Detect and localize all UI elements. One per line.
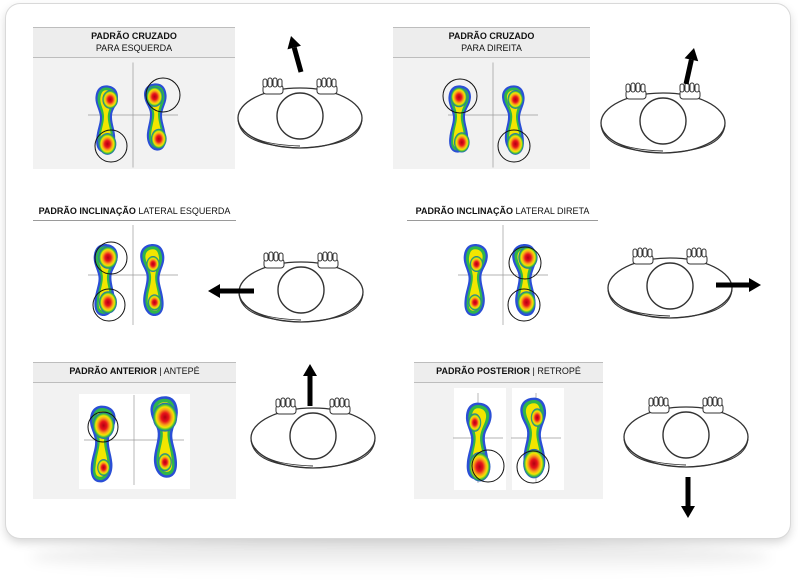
focus-circle <box>516 450 550 484</box>
right-foot-heatmap <box>144 83 167 151</box>
direction-arrow-head <box>208 284 220 298</box>
pressure-hotspot <box>97 459 110 476</box>
focus-circle <box>497 129 531 163</box>
panel-title: PADRÃO CRUZADO <box>91 31 177 41</box>
pressure-hotspot <box>98 246 118 269</box>
direction-arrow-head <box>684 48 699 62</box>
card-reflection <box>30 540 770 574</box>
direction-arrow-head <box>287 36 301 50</box>
pressure-hotspot <box>158 453 172 472</box>
panel-title-suffix: LATERAL ESQUERDA <box>135 206 231 216</box>
pressure-hotspot <box>450 87 468 108</box>
left-foot-heatmap <box>95 85 119 155</box>
pressure-hotspot <box>507 90 524 109</box>
direction-arrow-shaft <box>291 46 304 73</box>
focus-circle <box>442 78 478 114</box>
panel-header: PADRÃO CRUZADO PARA ESQUERDA <box>33 28 235 58</box>
panel-tilt-right: PADRÃO INCLINAÇÃO LATERAL DIRETA <box>407 205 598 330</box>
pressure-hotspot <box>102 90 119 109</box>
right-foot-heatmap <box>140 244 165 316</box>
left-foot-heatmap <box>93 244 118 316</box>
focus-circle <box>508 246 542 280</box>
focus-circle <box>87 411 119 443</box>
panel-title-suffix: | ANTEPÉ <box>156 366 200 376</box>
pressure-hotspot <box>468 294 482 311</box>
pressure-hotspot <box>92 412 115 439</box>
pressure-hotspot <box>453 132 470 153</box>
panel-title: PADRÃO INCLINAÇÃO <box>38 206 136 216</box>
panel-title: PADRÃO CRUZADO <box>448 31 535 41</box>
pressure-hotspot <box>152 402 178 432</box>
pressure-hotspot <box>469 256 484 272</box>
panel-header: PADRÃO POSTERIOR | RETROPÉ <box>414 363 603 383</box>
panel-header: PADRÃO CRUZADO PARA DIREITA <box>393 28 590 58</box>
panel-title: PADRÃO POSTERIOR <box>436 366 530 376</box>
body-top-view <box>250 397 376 469</box>
right-foot-heatmap <box>150 396 178 478</box>
focus-circle <box>92 288 126 322</box>
right-foot-heatmap <box>502 85 525 155</box>
body-top-view <box>623 396 749 468</box>
pressure-hotspot <box>530 408 544 427</box>
panel-header: PADRÃO INCLINAÇÃO LATERAL ESQUERDA <box>33 205 236 221</box>
body-top-view <box>607 247 733 319</box>
panel-header: PADRÃO ANTERIOR | ANTEPÉ <box>33 363 236 383</box>
body-top-view <box>600 82 726 154</box>
direction-arrow-shaft <box>683 59 694 85</box>
pressure-hotspot <box>518 246 538 269</box>
right-foot-heatmap <box>520 397 547 479</box>
pressure-hotspot <box>147 294 162 311</box>
focus-circle <box>507 288 541 322</box>
left-foot-heatmap <box>465 402 492 482</box>
panel-subtitle: PARA DIREITA <box>461 43 522 53</box>
pressure-hotspot <box>98 133 117 155</box>
direction-arrow-head <box>303 364 317 376</box>
pressure-hotspot <box>507 133 524 155</box>
panel-tilt-left: PADRÃO INCLINAÇÃO LATERAL ESQUERDA <box>33 205 236 330</box>
pressure-hotspot <box>99 291 117 314</box>
focus-circle <box>94 241 128 275</box>
left-foot-heatmap <box>463 244 488 316</box>
direction-arrow-head <box>749 278 761 292</box>
pressure-hotspot <box>146 256 160 272</box>
left-foot-heatmap <box>89 405 116 483</box>
panel-header: PADRÃO INCLINAÇÃO LATERAL DIRETA <box>407 205 598 221</box>
pressure-hotspot <box>468 413 482 432</box>
direction-arrow-head <box>681 506 695 518</box>
body-top-view <box>238 251 364 323</box>
panel-title-suffix: | RETROPÉ <box>529 366 581 376</box>
right-foot-heatmap <box>512 244 538 316</box>
focus-circle <box>94 129 128 163</box>
pressure-hotspot <box>146 86 163 107</box>
pressure-hotspot <box>523 448 545 479</box>
panel-title-suffix: LATERAL DIRETA <box>512 206 590 216</box>
panel-cross-left: PADRÃO CRUZADO PARA ESQUERDA <box>33 27 235 169</box>
panel-cross-right: PADRÃO CRUZADO PARA DIREITA <box>393 27 590 169</box>
body-top-view <box>237 77 363 149</box>
focus-circle <box>145 77 181 113</box>
panel-title: PADRÃO INCLINAÇÃO <box>415 206 513 216</box>
panel-subtitle: PARA ESQUERDA <box>95 43 173 53</box>
pressure-hotspot <box>517 291 536 314</box>
panel-title: PADRÃO ANTERIOR <box>69 366 157 376</box>
pressure-hotspot <box>150 128 167 149</box>
left-foot-heatmap <box>448 85 471 153</box>
focus-circle <box>471 449 505 483</box>
